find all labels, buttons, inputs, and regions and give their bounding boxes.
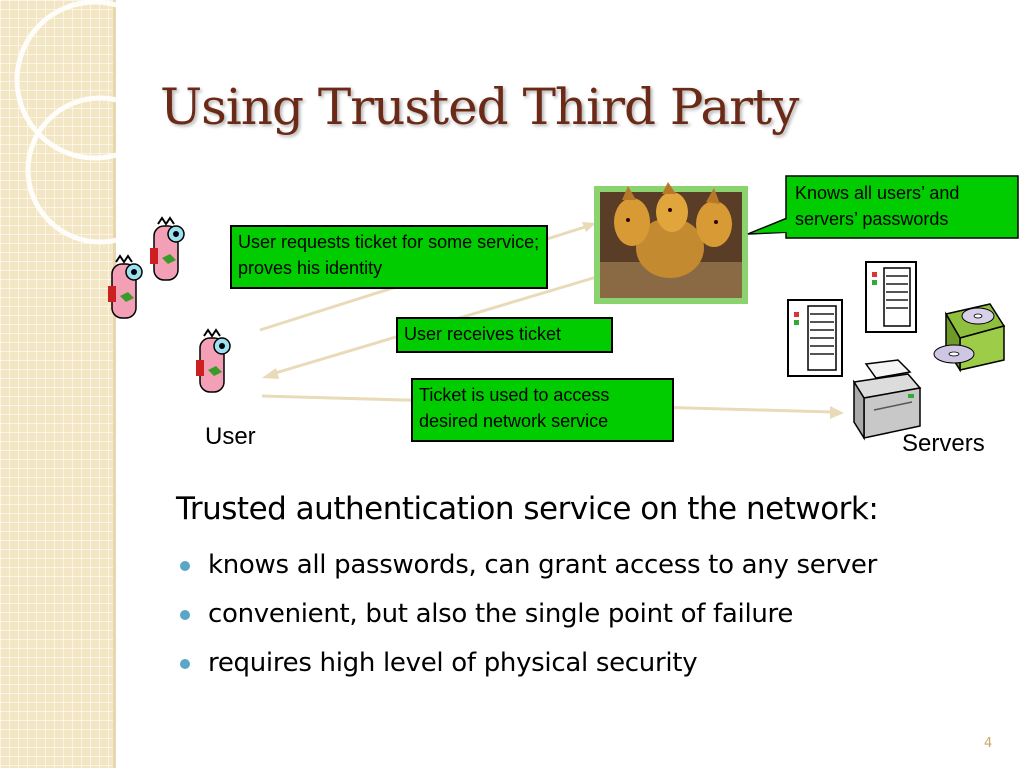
bullet-text: knows all passwords, can grant access to… [208, 550, 878, 580]
sidebar-edge [113, 0, 116, 768]
body-lead-text: Trusted authentication service on the ne… [176, 491, 879, 527]
server-tower-icon [865, 261, 917, 333]
callout-bubble [747, 175, 1019, 239]
bullet-list: knows all passwords, can grant access to… [176, 547, 877, 694]
user-figure-icon [150, 216, 185, 281]
user-figure-icon [108, 254, 143, 319]
servers-label: Servers [902, 430, 985, 457]
receive-ticket-box: User receives ticket [396, 317, 613, 353]
list-item: knows all passwords, can grant access to… [176, 547, 877, 596]
cd-drive-icon [933, 303, 1006, 373]
decorative-rings [14, 0, 176, 245]
request-ticket-box: User requests ticket for some service; p… [230, 225, 548, 289]
bullet-icon [180, 659, 190, 669]
bullet-icon [180, 561, 190, 571]
list-item: requires high level of physical security [176, 645, 877, 694]
bullet-icon [180, 610, 190, 620]
bullet-text: requires high level of physical security [208, 648, 698, 678]
printer-icon [852, 359, 922, 441]
access-service-box: Ticket is used to access desired network… [411, 378, 674, 442]
list-item: convenient, but also the single point of… [176, 596, 877, 645]
user-label: User [205, 423, 256, 450]
user-figure-icon [196, 328, 231, 393]
cerberus-image [594, 182, 748, 304]
callout-text: Knows all users’ and servers’ passwords [795, 183, 960, 229]
sidebar-pattern [0, 0, 113, 768]
bullet-text: convenient, but also the single point of… [208, 599, 794, 629]
server-tower-icon [787, 299, 843, 377]
page-number: 4 [984, 736, 993, 751]
slide-title: Using Trusted Third Party [160, 78, 799, 136]
